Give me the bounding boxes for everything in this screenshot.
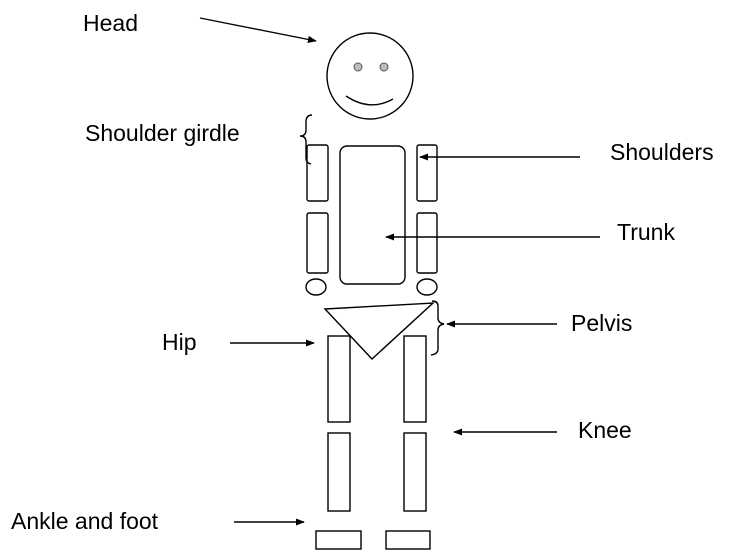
left-hand [306,279,326,295]
right-shoulder-segment [417,145,437,201]
label-head: Head [83,10,138,36]
head-arrow [200,18,316,41]
left-thigh-segment [328,336,350,422]
right-eye [380,63,388,71]
label-pelvis: Pelvis [571,310,632,336]
left-eye [354,63,362,71]
right-hand [417,279,437,295]
left-shoulder-segment [307,145,328,201]
label-shoulders: Shoulders [610,139,714,165]
pelvis-brace [431,301,444,355]
right-shin-segment [404,433,426,511]
left-shin-segment [328,433,350,511]
head-shape [327,33,413,119]
right-foot-segment [386,531,430,549]
label-trunk: Trunk [617,219,675,245]
label-ankle-and-foot: Ankle and foot [11,508,159,534]
right-forearm-segment [417,213,437,273]
stick-figure [306,33,437,549]
trunk-shape [340,146,405,284]
left-foot-segment [316,531,361,549]
left-forearm-segment [307,213,328,273]
label-hip: Hip [162,329,197,355]
label-shoulder-girdle: Shoulder girdle [85,120,240,146]
label-knee: Knee [578,417,632,443]
right-thigh-segment [404,336,426,422]
